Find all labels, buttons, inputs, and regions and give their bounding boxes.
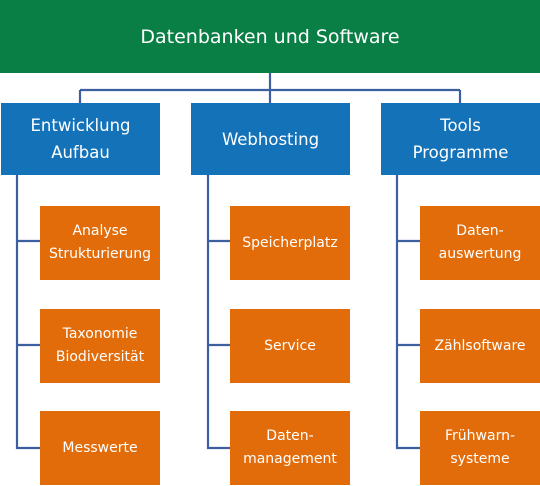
leaf-box-zaehlsoftware: Zählsoftware [420, 309, 540, 383]
category-box-entwicklung: Entwicklung Aufbau [1, 103, 160, 175]
category-label-line: Programme [412, 143, 509, 162]
leaf-box-datenmanagement: Daten- management [230, 411, 350, 485]
leaf-label-line: Frühwarn- [445, 428, 515, 444]
leaf-box-taxonomie: Taxonomie Biodiversität [40, 309, 160, 383]
column-2-trunk-line [206, 175, 230, 450]
leaf-box-analyse: Analyse Strukturierung [40, 206, 160, 280]
leaf-label-line: Messwerte [62, 439, 138, 456]
leaf-box-service: Service [230, 309, 350, 383]
leaf-box-datenauswertung: Daten- auswertung [420, 206, 540, 280]
leaf-label-line: Taxonomie [62, 326, 138, 342]
leaf-box-fruehwarnsysteme: Frühwarn- systeme [420, 411, 540, 485]
connector-group [15, 73, 462, 450]
leaf-label-line: Daten- [456, 223, 504, 239]
leaf-label-line: auswertung [438, 246, 522, 262]
leaf-label-line: Biodiversität [55, 349, 145, 365]
category-box-webhosting: Webhosting [191, 103, 350, 175]
category-label-line: Aufbau [51, 143, 110, 162]
column-1-trunk-line [15, 175, 40, 450]
category-label-line: Entwicklung [30, 116, 131, 135]
leaf-label-line: management [243, 451, 337, 467]
leaf-label-line: Analyse [72, 223, 128, 239]
leaf-box-speicherplatz: Speicherplatz [230, 206, 350, 280]
leaf-label-line: Service [264, 337, 316, 354]
category-label-line: Webhosting [221, 129, 320, 149]
category-label-line: Tools [440, 116, 481, 135]
leaf-box-messwerte: Messwerte [40, 411, 160, 485]
leaf-label-line: Zählsoftware [434, 337, 526, 354]
leaf-label-line: Daten- [266, 428, 314, 444]
root-box: Datenbanken und Software [0, 0, 540, 73]
leaf-label-line: Speicherplatz [242, 234, 338, 251]
root-label: Datenbanken und Software [140, 25, 400, 48]
column-3-trunk-line [395, 175, 420, 450]
leaf-label-line: Strukturierung [48, 246, 152, 262]
category-box-tools: Tools Programme [381, 103, 540, 175]
leaf-label-line: systeme [450, 451, 510, 467]
